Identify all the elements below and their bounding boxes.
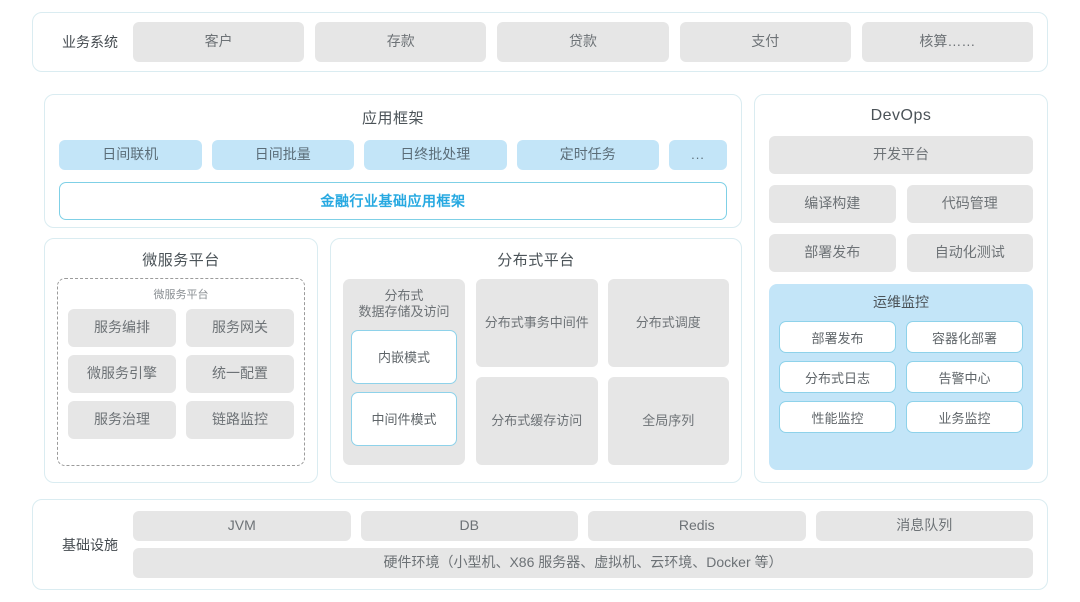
microservice-chip-grid: 服务编排 服务网关 微服务引擎 统一配置 服务治理 链路监控: [68, 309, 294, 439]
app-chip-daytime-online[interactable]: 日间联机: [59, 140, 202, 170]
dist-chip-transaction-middleware-line2: 事务中间件: [523, 315, 589, 331]
infra-chip-db[interactable]: DB: [360, 511, 578, 541]
business-system-panel: 业务系统 客户 存款 贷款 支付 核算……: [32, 12, 1048, 72]
distributed-storage-title: 分布式 数据存储及访问: [351, 288, 457, 321]
ms-chip-link-monitoring[interactable]: 链路监控: [186, 401, 294, 439]
infrastructure-content: JVM DB Redis 消息队列 硬件环境（小型机、X86 服务器、虚拟机、云…: [133, 511, 1033, 578]
business-chip-loan[interactable]: 贷款: [497, 22, 669, 62]
infra-chip-hardware-environment[interactable]: 硬件环境（小型机、X86 服务器、虚拟机、云环境、Docker 等）: [133, 548, 1033, 578]
storage-mode-embedded[interactable]: 内嵌模式: [351, 329, 457, 384]
microservice-platform-title: 微服务平台: [142, 252, 220, 269]
distributed-storage-title-line2: 数据存储及访问: [358, 304, 450, 320]
ms-chip-microservice-engine[interactable]: 微服务引擎: [68, 355, 176, 393]
operations-monitoring-title: 运维监控: [873, 294, 929, 310]
storage-mode-middleware[interactable]: 中间件模式: [351, 391, 457, 446]
distributed-platform-title: 分布式平台: [497, 252, 575, 269]
app-framework-panel: 应用框架 日间联机 日间批量 日终批处理 定时任务 ... 金融行业基础应用框架: [44, 94, 742, 228]
dist-chip-transaction-middleware[interactable]: 分布式 事务中间件: [476, 279, 598, 367]
monitor-card-deploy-release[interactable]: 部署发布: [779, 321, 896, 353]
distributed-platform-panel: 分布式平台 分布式 数据存储及访问 内嵌模式 中间件模式 分布式 事务中间件 分…: [330, 238, 742, 483]
infra-chip-message-queue[interactable]: 消息队列: [815, 511, 1033, 541]
devops-chip-grid: 编译构建 代码管理 部署发布 自动化测试: [769, 185, 1033, 272]
dist-chip-cache-access-line2: 缓存访问: [530, 413, 583, 429]
dist-chip-global-sequence[interactable]: 全局序列: [607, 377, 729, 465]
ms-chip-service-gateway[interactable]: 服务网关: [186, 309, 294, 347]
microservice-platform-panel: 微服务平台 微服务平台 服务编排 服务网关 微服务引擎 统一配置 服务治理 链路…: [44, 238, 318, 483]
app-chip-more[interactable]: ...: [669, 140, 727, 170]
devops-chip-code-management[interactable]: 代码管理: [906, 185, 1033, 223]
business-system-label: 业务系统: [62, 34, 118, 50]
operations-monitoring-grid: 部署发布 容器化部署 分布式日志 告警中心 性能监控 业务监控: [779, 321, 1023, 433]
business-chip-payment[interactable]: 支付: [679, 22, 851, 62]
microservice-inner-dashed-box: 微服务平台 服务编排 服务网关 微服务引擎 统一配置 服务治理 链路监控: [57, 278, 305, 466]
monitor-card-performance-monitoring[interactable]: 性能监控: [779, 401, 896, 433]
business-chip-customer[interactable]: 客户: [133, 22, 305, 62]
infra-chip-jvm[interactable]: JVM: [133, 511, 351, 541]
ms-chip-unified-config[interactable]: 统一配置: [186, 355, 294, 393]
ms-chip-service-orchestration[interactable]: 服务编排: [68, 309, 176, 347]
dist-chip-cache-access-line1: 分布式: [491, 413, 531, 429]
dist-chip-cache-access[interactable]: 分布式 缓存访问: [476, 377, 598, 465]
app-chip-scheduled-task[interactable]: 定时任务: [516, 140, 659, 170]
infrastructure-chip-list: JVM DB Redis 消息队列: [133, 511, 1033, 541]
base-application-framework-box[interactable]: 金融行业基础应用框架: [59, 182, 727, 220]
distributed-chip-grid: 分布式 事务中间件 分布式调度 分布式 缓存访问 全局序列: [476, 279, 729, 465]
dist-chip-scheduling[interactable]: 分布式调度: [607, 279, 729, 367]
monitor-card-alert-center[interactable]: 告警中心: [906, 361, 1023, 393]
monitor-card-business-monitoring[interactable]: 业务监控: [906, 401, 1023, 433]
business-system-chip-list: 客户 存款 贷款 支付 核算……: [133, 22, 1034, 62]
devops-chip-dev-platform[interactable]: 开发平台: [769, 136, 1033, 174]
infrastructure-panel: 基础设施 JVM DB Redis 消息队列 硬件环境（小型机、X86 服务器、…: [32, 499, 1048, 590]
distributed-platform-body: 分布式 数据存储及访问 内嵌模式 中间件模式 分布式 事务中间件 分布式调度 分…: [343, 279, 729, 465]
business-chip-accounting[interactable]: 核算……: [861, 22, 1034, 62]
devops-chip-build[interactable]: 编译构建: [769, 185, 896, 223]
devops-panel: DevOps 开发平台 编译构建 代码管理 部署发布 自动化测试 运维监控 部署…: [754, 94, 1048, 483]
ms-chip-service-governance[interactable]: 服务治理: [68, 401, 176, 439]
business-chip-deposit[interactable]: 存款: [315, 22, 487, 62]
devops-title: DevOps: [870, 107, 932, 124]
infra-chip-redis[interactable]: Redis: [588, 511, 806, 541]
devops-chip-automated-testing[interactable]: 自动化测试: [906, 234, 1033, 272]
app-framework-title: 应用框架: [361, 110, 424, 127]
devops-chip-deploy-release[interactable]: 部署发布: [769, 234, 896, 272]
operations-monitoring-box: 运维监控 部署发布 容器化部署 分布式日志 告警中心 性能监控 业务监控: [769, 284, 1033, 470]
dist-chip-transaction-middleware-line1: 分布式: [484, 315, 524, 331]
distributed-storage-title-line1: 分布式: [384, 288, 424, 303]
app-chip-daytime-batch[interactable]: 日间批量: [211, 140, 354, 170]
app-framework-chip-list: 日间联机 日间批量 日终批处理 定时任务 ...: [59, 140, 727, 170]
distributed-storage-card[interactable]: 分布式 数据存储及访问 内嵌模式 中间件模式: [343, 279, 465, 465]
infrastructure-label: 基础设施: [62, 536, 118, 553]
monitor-card-distributed-log[interactable]: 分布式日志: [779, 361, 896, 393]
microservice-inner-label: 微服务平台: [153, 289, 209, 301]
app-chip-eod-batch[interactable]: 日终批处理: [364, 140, 507, 170]
monitor-card-container-deploy[interactable]: 容器化部署: [906, 321, 1023, 353]
